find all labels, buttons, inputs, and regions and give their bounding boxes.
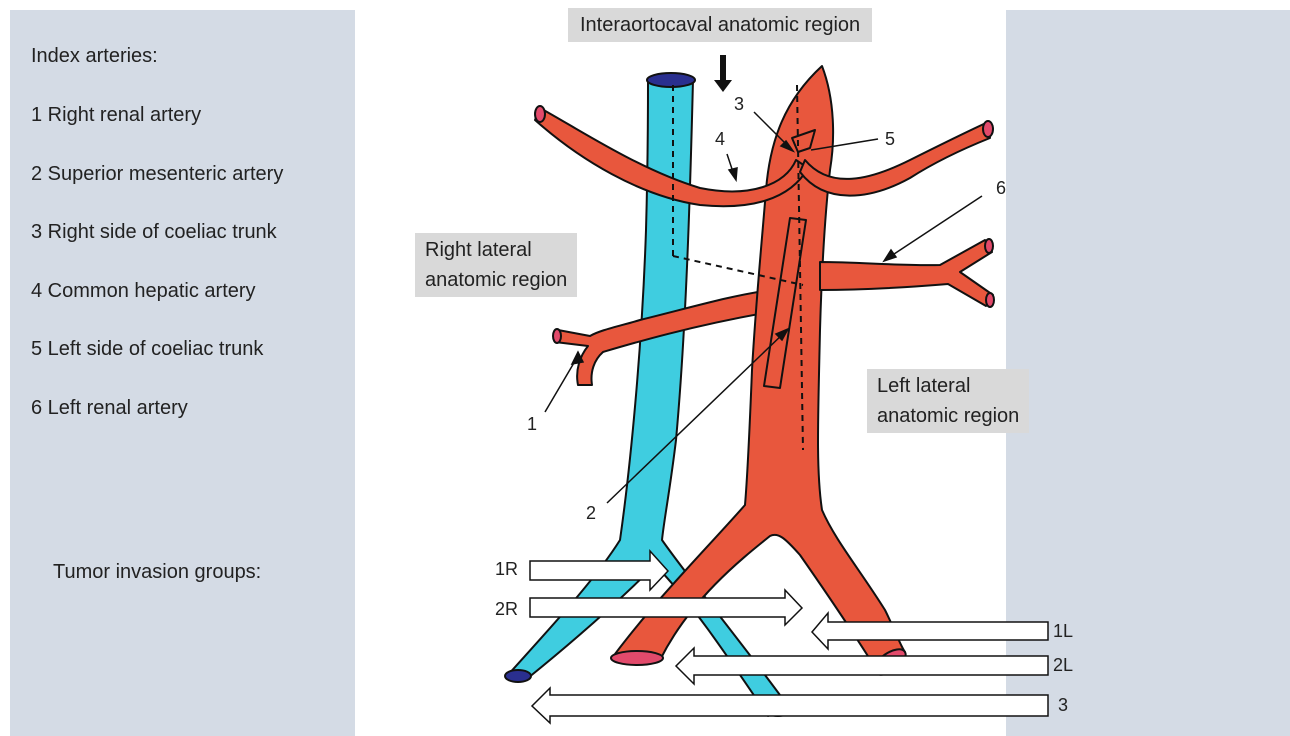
group-label-1R: 1R — [495, 559, 518, 579]
artery-label-1: 1 — [527, 414, 537, 434]
down-arrow-pointer — [714, 55, 732, 92]
group-label-3: 3 — [1058, 695, 1068, 715]
left-renal-artery — [820, 240, 993, 306]
leader-arrowhead-1 — [572, 352, 583, 364]
region-label-right-lateral: Right lateral anatomic region — [415, 233, 577, 297]
region-label-right-lateral-line-2: anatomic region — [425, 265, 567, 295]
left-renal-artery-lower-end — [986, 293, 994, 307]
region-label-left-lateral-line-1: Left lateral — [877, 371, 1019, 401]
region-label-right-lateral-line-1: Right lateral — [425, 235, 567, 265]
aorta-left-end — [611, 651, 663, 665]
artery-label-3: 3 — [734, 94, 744, 114]
artery-label-5: 5 — [885, 129, 895, 149]
right-renal-artery-end — [553, 329, 561, 343]
artery-label-6: 6 — [996, 178, 1006, 198]
vena-cava-left-end — [505, 670, 531, 682]
leader-arrowhead-6 — [884, 250, 896, 261]
left-renal-artery-upper-end — [985, 239, 993, 253]
left-coeliac-branch-end — [983, 121, 993, 137]
common-hepatic-artery-end — [535, 106, 545, 122]
leader-arrowhead-4 — [729, 168, 737, 180]
region-label-interaortocaval: Interaortocaval anatomic region — [568, 8, 872, 42]
artery-label-4: 4 — [715, 129, 725, 149]
region-label-left-lateral-line-2: anatomic region — [877, 401, 1019, 431]
region-label-left-lateral: Left lateral anatomic region — [867, 369, 1029, 433]
vena-cava-top-end — [647, 73, 695, 87]
group-arrow-3 — [532, 688, 1048, 723]
group-label-2L: 2L — [1053, 655, 1073, 675]
artery-label-2: 2 — [586, 503, 596, 523]
group-label-2R: 2R — [495, 599, 518, 619]
group-label-1L: 1L — [1053, 621, 1073, 641]
